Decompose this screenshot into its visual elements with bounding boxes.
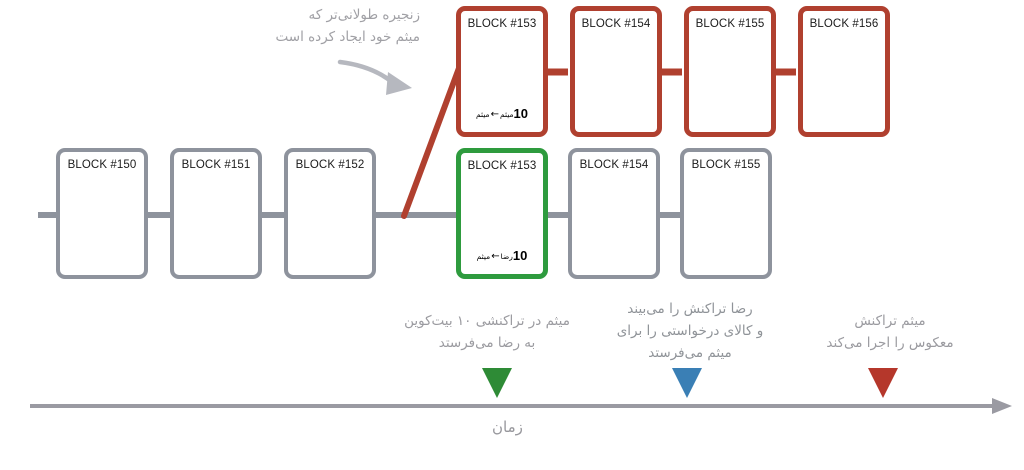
tx-amount: 10 [513, 106, 528, 121]
tx-sender: میثم [476, 252, 491, 261]
tx-arrow-icon: ← [491, 251, 500, 262]
block-title: BLOCK #153 [467, 18, 537, 30]
block-title: BLOCK #155 [695, 18, 765, 30]
marker-green[interactable] [482, 368, 512, 398]
block-title: BLOCK #150 [67, 159, 137, 171]
block-title: BLOCK #154 [579, 159, 649, 171]
attacker-block-153[interactable]: BLOCK #153 10میثم←میثم [456, 6, 548, 137]
main-block-150[interactable]: BLOCK #150 [56, 148, 148, 279]
marker-red[interactable] [868, 368, 898, 398]
tx-amount: 10 [512, 248, 528, 263]
block-title: BLOCK #153 [467, 160, 537, 172]
attacker-block-155[interactable]: BLOCK #155 [684, 6, 776, 137]
callout-arrow-head [386, 72, 412, 95]
attacker-block-154[interactable]: BLOCK #154 [570, 6, 662, 137]
block-title: BLOCK #151 [181, 159, 251, 171]
block-title: BLOCK #156 [809, 18, 879, 30]
step-note-green: میثم در تراکنشی ۱۰ بیت‌کوین به رضا می‌فر… [404, 313, 570, 351]
fork-branch-line [401, 57, 465, 219]
marker-blue[interactable] [672, 368, 702, 398]
tx-receiver: میثم [499, 110, 514, 119]
main-block-155[interactable]: BLOCK #155 [680, 148, 772, 279]
tx-sender: میثم [476, 110, 490, 119]
time-axis-label: زمان [492, 418, 523, 436]
main-block-151[interactable]: BLOCK #151 [170, 148, 262, 279]
tx-receiver: رضا [500, 252, 513, 261]
step-note-red: میثم تراکنش معکوس را اجرا می‌کند [826, 313, 954, 351]
block-transaction: 10رضا←میثم [461, 248, 543, 263]
block-title: BLOCK #152 [295, 159, 365, 171]
tx-arrow-icon: ← [490, 109, 499, 120]
main-block-152[interactable]: BLOCK #152 [284, 148, 376, 279]
main-block-154[interactable]: BLOCK #154 [568, 148, 660, 279]
attacker-block-156[interactable]: BLOCK #156 [798, 6, 890, 137]
step-note-blue: رضا تراکنش را می‌بیند و کالای درخواستی ر… [616, 301, 764, 361]
block-transaction: 10میثم←میثم [461, 106, 543, 121]
time-axis-arrowhead [992, 398, 1012, 414]
block-title: BLOCK #155 [691, 159, 761, 171]
callout-curved-arrow [337, 59, 395, 85]
block-title: BLOCK #154 [581, 18, 651, 30]
fork-callout-note: زنجیره طولانی‌تر که میثم خود ایجاد کرده … [275, 7, 421, 45]
main-block-153[interactable]: BLOCK #153 10رضا←میثم [456, 148, 548, 279]
